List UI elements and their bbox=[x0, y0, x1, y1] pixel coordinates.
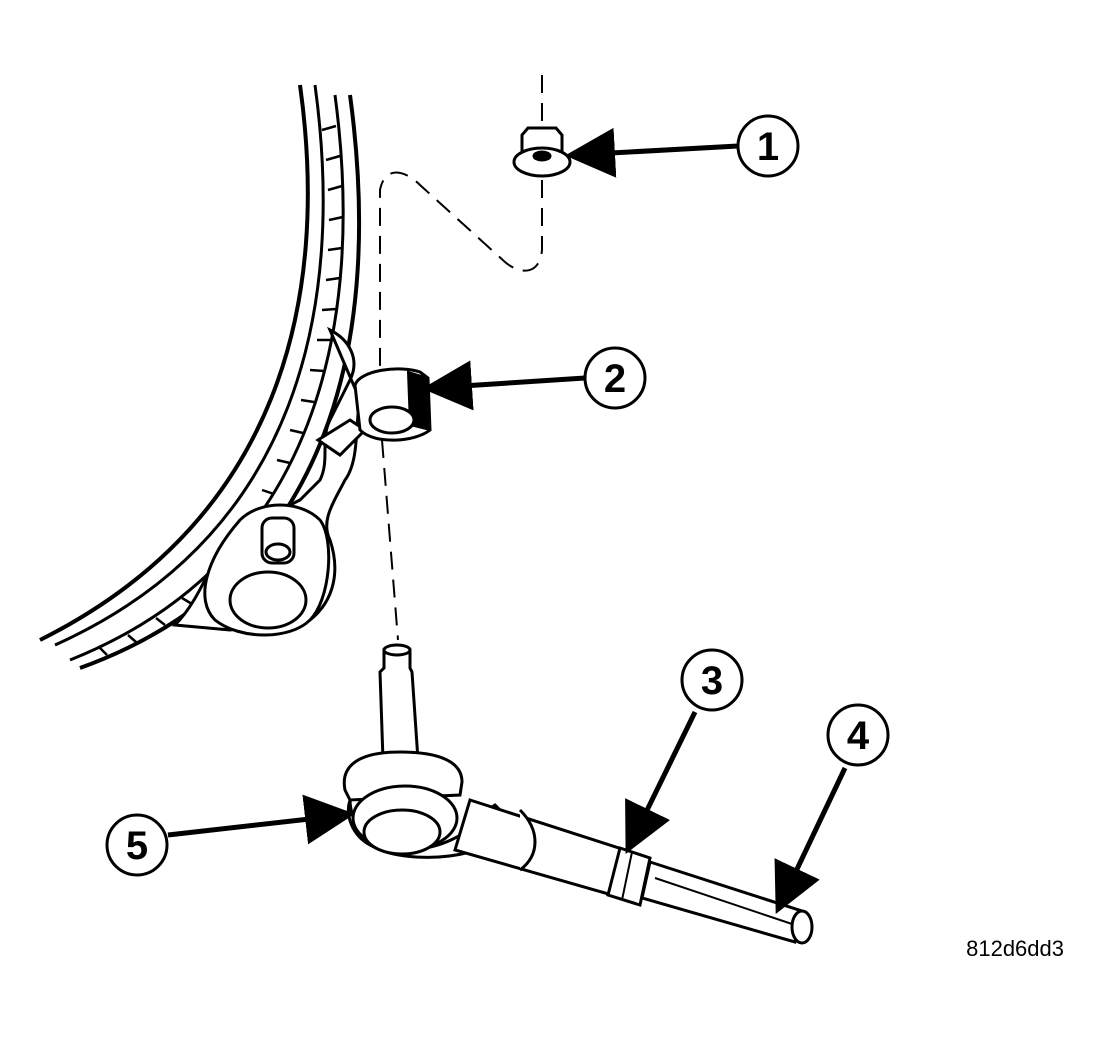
leader-lines bbox=[167, 127, 848, 915]
nut bbox=[512, 126, 572, 178]
assembly-path bbox=[379, 75, 543, 641]
brake-rotor bbox=[39, 84, 362, 670]
callout-1: 1 bbox=[736, 114, 800, 178]
callout-2: 2 bbox=[583, 346, 647, 410]
steering-knuckle bbox=[171, 326, 362, 637]
leader-arrow-3 bbox=[625, 710, 698, 854]
leader-arrow-5 bbox=[167, 794, 355, 845]
tie-rod-shaft bbox=[453, 798, 814, 945]
callout-number-4: 4 bbox=[847, 714, 870, 758]
callout-number-1: 1 bbox=[757, 125, 779, 169]
callout-number-5: 5 bbox=[126, 824, 148, 868]
tie-rod-end bbox=[342, 643, 508, 859]
callout-4: 4 bbox=[826, 703, 890, 767]
callout-number-2: 2 bbox=[604, 357, 626, 401]
leader-arrow-4 bbox=[774, 766, 848, 915]
callout-5: 5 bbox=[105, 813, 169, 877]
leader-arrow-2 bbox=[422, 360, 586, 411]
callout-number-3: 3 bbox=[701, 659, 723, 703]
leader-arrow-1 bbox=[565, 127, 739, 178]
figure-id-label: 812d6dd3 bbox=[966, 936, 1064, 961]
callout-3: 3 bbox=[680, 648, 744, 712]
